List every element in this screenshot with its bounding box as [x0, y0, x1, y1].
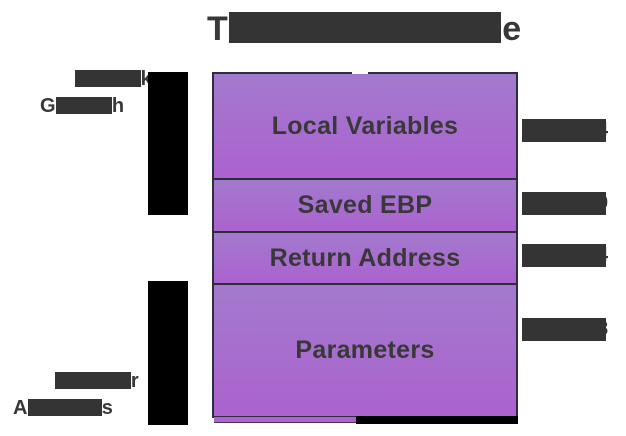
stack-growth-line2: G h: [40, 91, 152, 118]
offset-label-saved-ebp: 0: [522, 192, 608, 215]
redaction-bar: [522, 318, 606, 341]
offset-label-parameters: 8: [522, 318, 608, 341]
label-fragment: s: [101, 397, 114, 419]
higher-addresses-arrow-bar: [148, 281, 188, 425]
redaction-bar: [522, 244, 606, 267]
higher-addresses-line2: A s: [13, 393, 139, 420]
redaction-bar: [522, 192, 606, 215]
stack-growth-arrow-bar: [148, 72, 188, 215]
label-fragment: A: [13, 397, 28, 419]
label-fragment: G: [40, 95, 56, 117]
page-title: T e: [207, 10, 522, 48]
title-redaction-bar: [229, 12, 502, 43]
section-label: Return Address: [269, 243, 461, 272]
offset-fragment: 4: [597, 244, 609, 266]
redaction-bar: [27, 399, 102, 416]
label-fragment: k: [140, 68, 152, 90]
offset-label-local-variables: 4: [522, 119, 608, 142]
redaction-bar: [54, 372, 131, 389]
higher-addresses-label: r A s: [13, 366, 139, 420]
redaction-bar: [55, 97, 112, 114]
section-local-variables: Local Variables: [214, 74, 516, 178]
top-border-notch: [352, 70, 368, 74]
stack-frame-box: Local Variables Saved EBP Return Address…: [212, 72, 518, 418]
section-saved-ebp: Saved EBP: [214, 178, 516, 231]
offset-fragment: 8: [597, 318, 609, 340]
section-label: Parameters: [295, 336, 435, 364]
offset-label-return-address: 4: [522, 244, 608, 267]
higher-addresses-line1: r: [13, 366, 139, 393]
redaction-bar: [74, 70, 141, 87]
label-fragment: r: [130, 370, 139, 392]
title-fragment-prefix: T: [207, 10, 229, 48]
label-fragment: h: [111, 95, 125, 117]
section-parameters: Parameters: [214, 283, 516, 416]
section-label: Saved EBP: [297, 191, 433, 219]
offset-fragment: 0: [597, 192, 609, 214]
stack-growth-line1: k: [40, 64, 152, 91]
title-fragment-suffix: e: [502, 10, 522, 48]
stack-growth-label: k G h: [40, 64, 152, 118]
section-label: Local Variables: [271, 111, 459, 140]
bottom-purple-strip: [214, 417, 356, 423]
bottom-black-bar: [356, 416, 518, 424]
offset-fragment: 4: [597, 119, 609, 141]
redaction-bar: [522, 119, 606, 142]
section-return-address: Return Address: [214, 231, 516, 283]
